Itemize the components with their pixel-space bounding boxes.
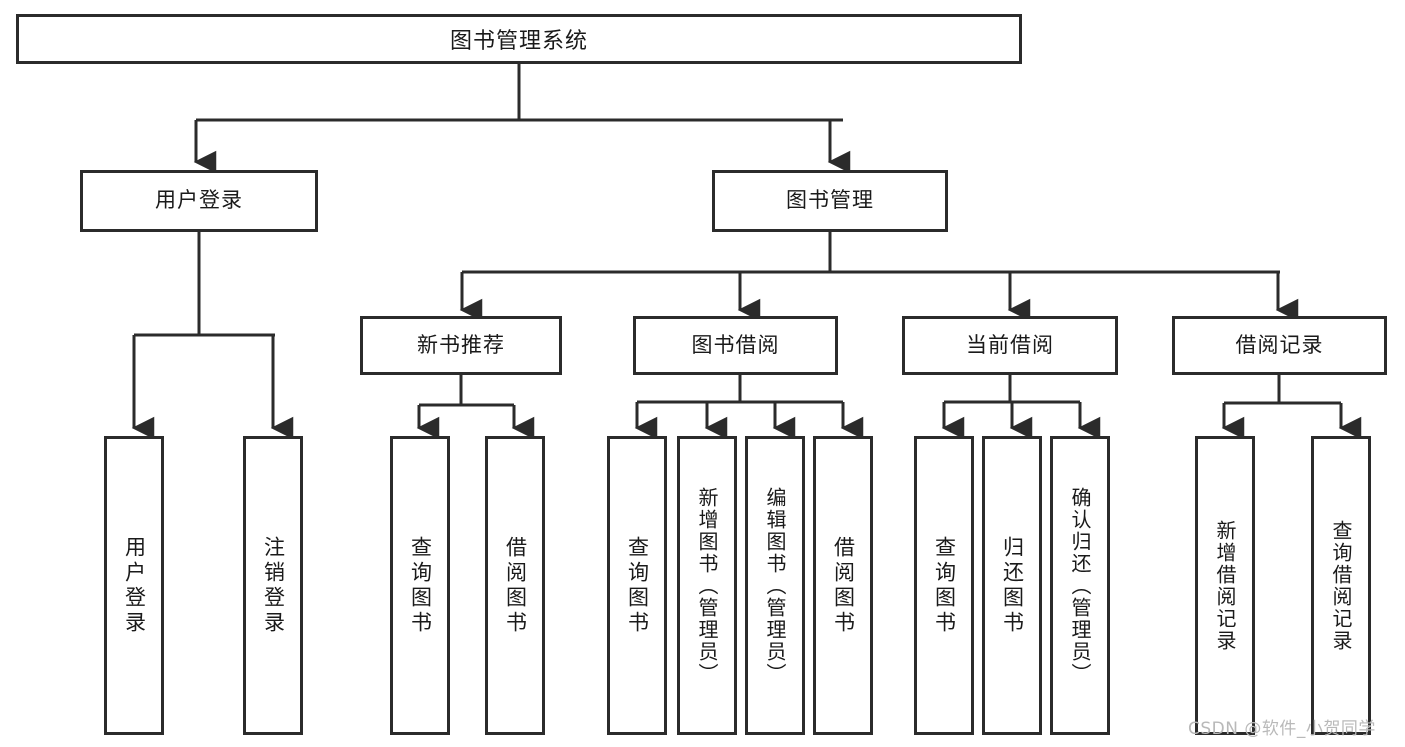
node-new-book-recommend-label: 新书推荐: [417, 332, 505, 357]
leaf-label: 查询图书: [625, 535, 650, 636]
leaf-current-borrow-confirm-admin[interactable]: 确认归还（管理员）: [1050, 436, 1110, 735]
leaf-label: 编辑图书（管理员）: [763, 486, 787, 685]
node-new-book-recommend[interactable]: 新书推荐: [360, 316, 562, 375]
leaf-label: 借阅图书: [831, 535, 856, 636]
leaf-label: 查询借阅记录: [1329, 519, 1353, 652]
leaf-label: 确认归还（管理员）: [1068, 486, 1092, 685]
leaf-borrow-record-query[interactable]: 查询借阅记录: [1311, 436, 1371, 735]
node-current-borrow-label: 当前借阅: [966, 332, 1054, 357]
leaf-book-borrow-query[interactable]: 查询图书: [607, 436, 667, 735]
leaf-current-borrow-return[interactable]: 归还图书: [982, 436, 1042, 735]
leaf-label: 注销登录: [261, 535, 286, 636]
node-root-book-management-system[interactable]: 图书管理系统: [16, 14, 1022, 64]
leaf-new-book-borrow[interactable]: 借阅图书: [485, 436, 545, 735]
leaf-current-borrow-query[interactable]: 查询图书: [914, 436, 974, 735]
leaf-user-login-login[interactable]: 用户登录: [104, 436, 164, 735]
node-user-login[interactable]: 用户登录: [80, 170, 318, 232]
node-borrow-record-label: 借阅记录: [1235, 332, 1324, 357]
leaf-label: 新增图书（管理员）: [695, 486, 719, 685]
node-borrow-record[interactable]: 借阅记录: [1172, 316, 1387, 375]
node-root-label: 图书管理系统: [449, 29, 588, 54]
node-user-login-label: 用户登录: [155, 188, 243, 213]
leaf-label: 查询图书: [932, 535, 957, 636]
leaf-book-borrow-add-admin[interactable]: 新增图书（管理员）: [677, 436, 737, 735]
node-book-management[interactable]: 图书管理: [712, 170, 948, 232]
node-book-borrow[interactable]: 图书借阅: [633, 316, 838, 375]
leaf-new-book-query[interactable]: 查询图书: [390, 436, 450, 735]
leaf-book-borrow-edit-admin[interactable]: 编辑图书（管理员）: [745, 436, 805, 735]
leaf-book-borrow-borrow[interactable]: 借阅图书: [813, 436, 873, 735]
leaf-label: 归还图书: [1000, 535, 1025, 636]
leaf-borrow-record-add[interactable]: 新增借阅记录: [1195, 436, 1255, 735]
leaf-label: 借阅图书: [503, 535, 528, 636]
node-current-borrow[interactable]: 当前借阅: [902, 316, 1118, 375]
node-book-borrow-label: 图书借阅: [691, 332, 780, 357]
leaf-user-login-logout[interactable]: 注销登录: [243, 436, 303, 735]
csdn-watermark: CSDN @软件_小贺同学: [1188, 719, 1376, 739]
leaf-label: 查询图书: [408, 535, 433, 636]
node-book-management-label: 图书管理: [786, 188, 874, 213]
leaf-label: 用户登录: [122, 535, 147, 636]
leaf-label: 新增借阅记录: [1213, 519, 1237, 652]
